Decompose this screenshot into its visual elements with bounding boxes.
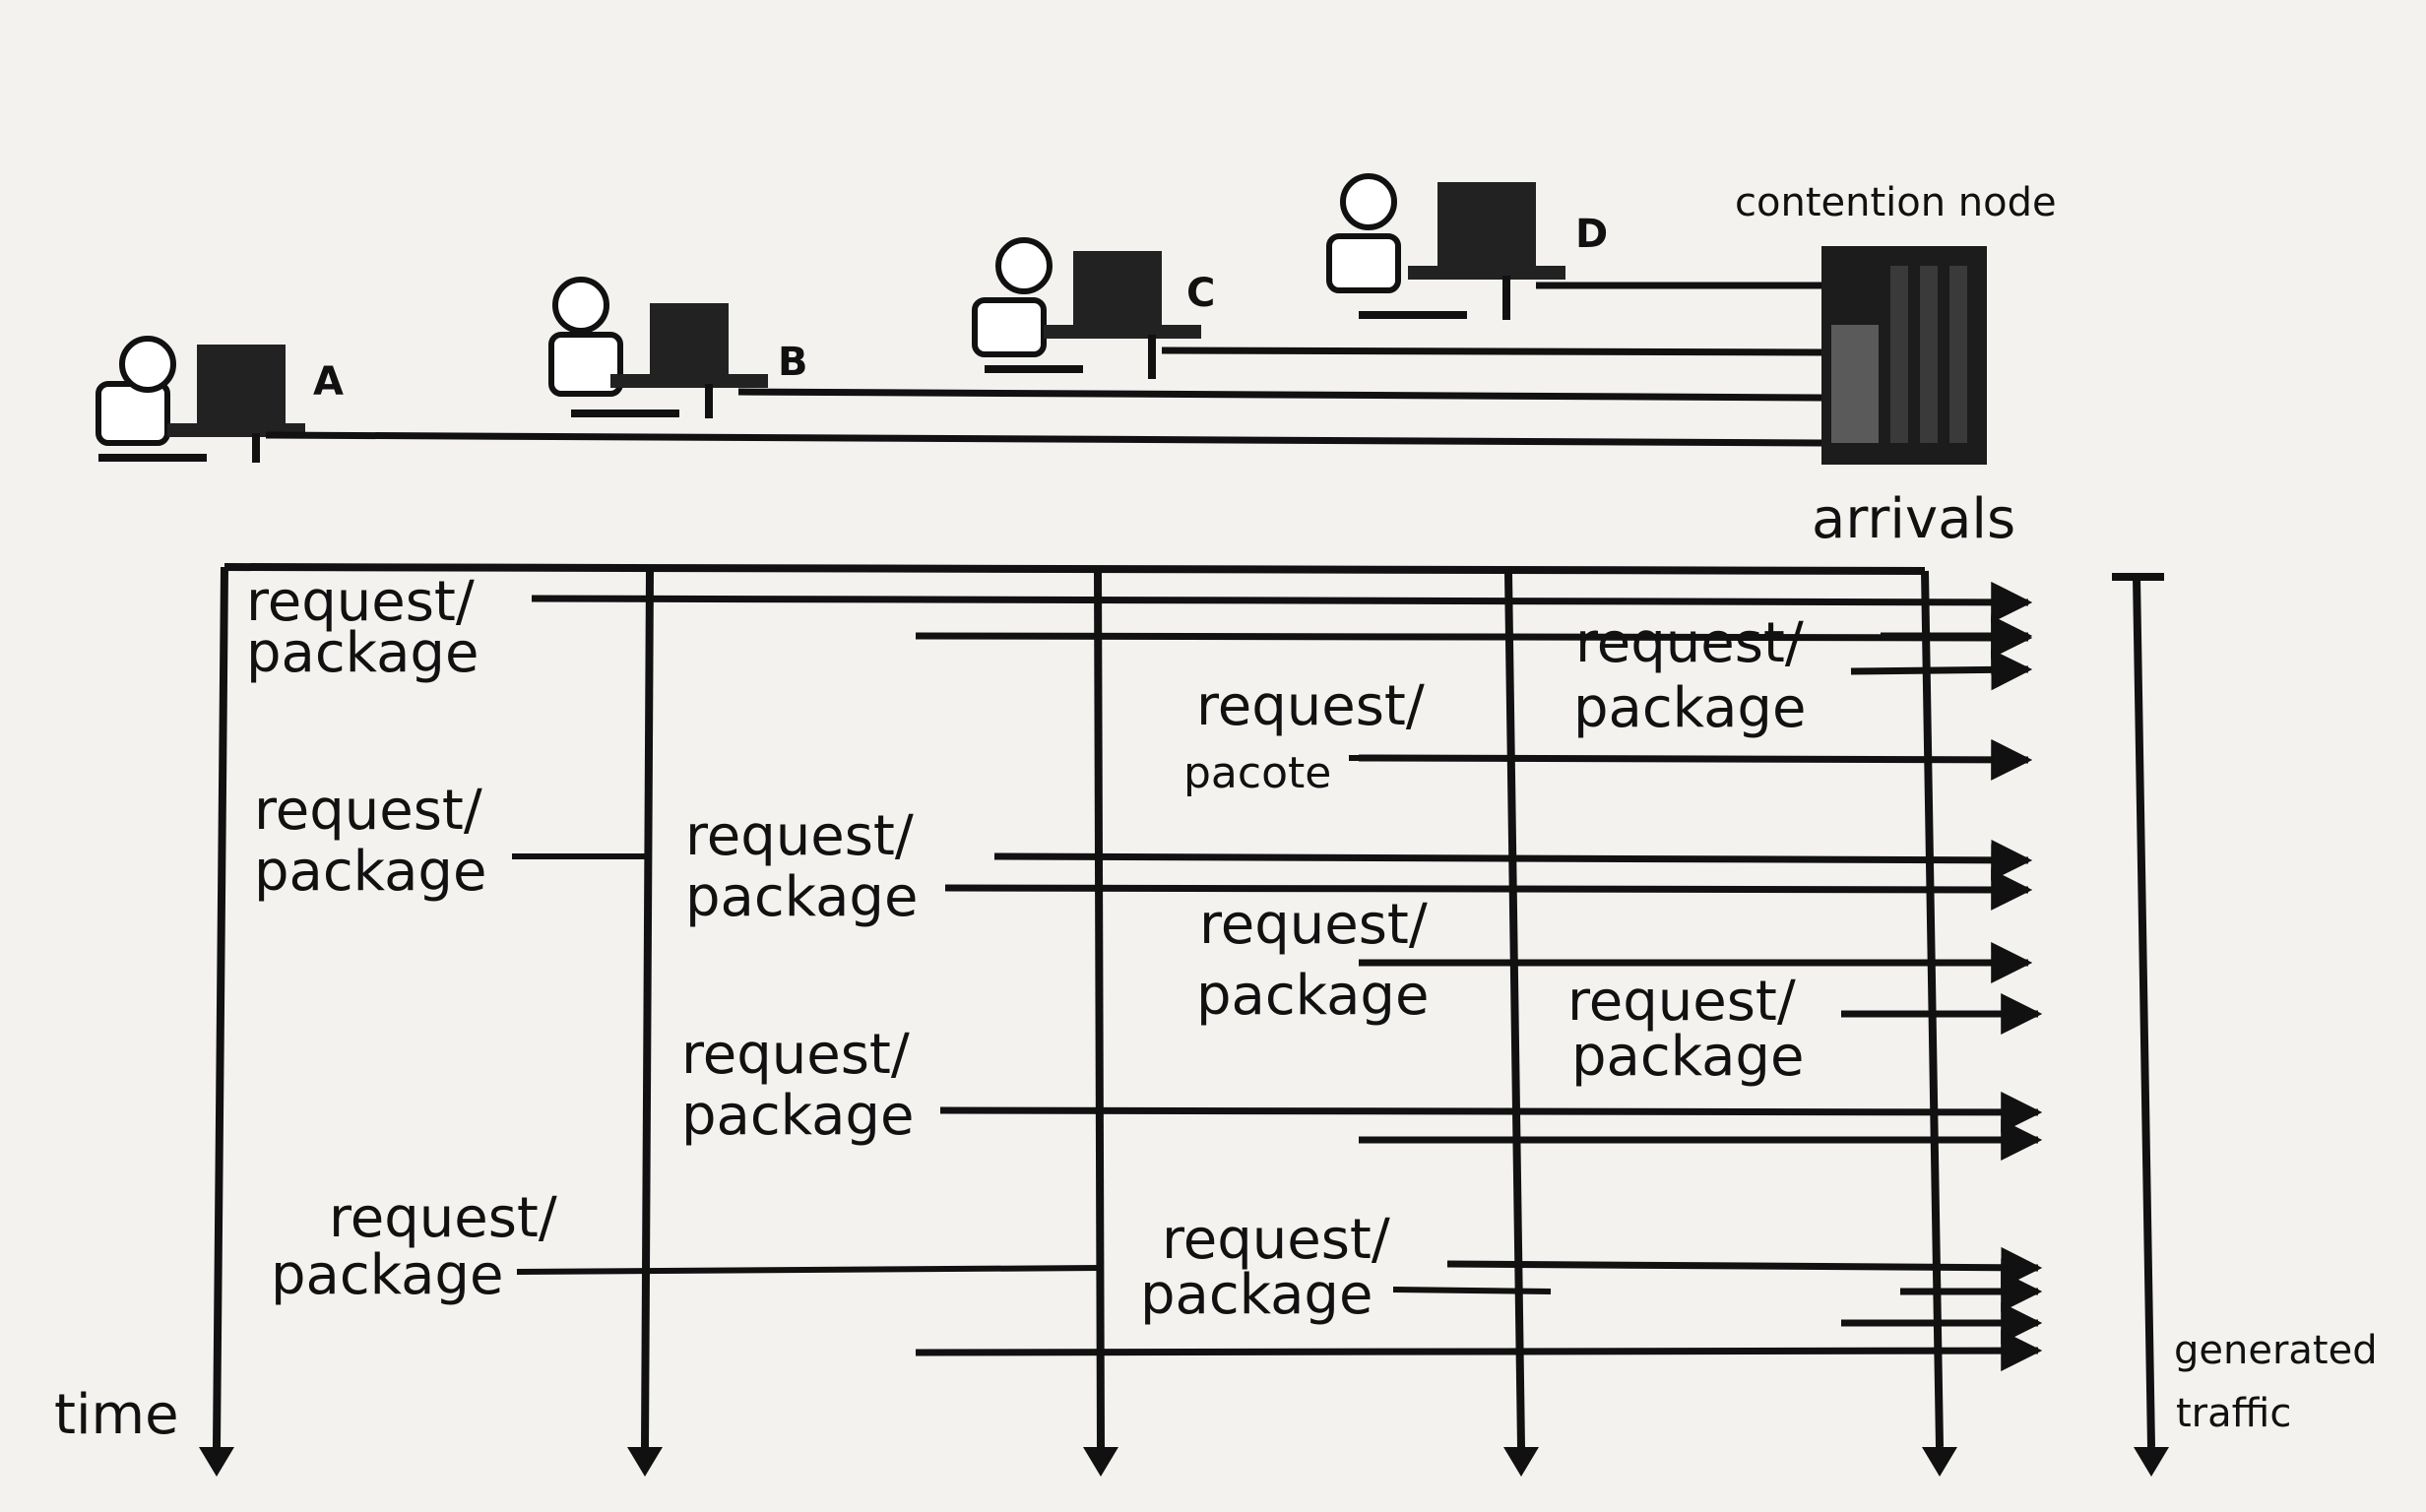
rp-label-2-package: package bbox=[1573, 676, 1807, 740]
time-axis-node bbox=[1921, 570, 1944, 1448]
contention-node-icon bbox=[1821, 246, 1987, 465]
rp-label-2-request: request/ bbox=[1575, 611, 1804, 675]
station-c-label: C bbox=[1186, 271, 1216, 316]
rp-label-10-package: package bbox=[1140, 1263, 1373, 1327]
arrival-arrow-4 bbox=[1850, 649, 2033, 691]
rp-label-9-request: request/ bbox=[329, 1186, 557, 1250]
time-label: time bbox=[54, 1383, 179, 1447]
contention-node-label: contention node bbox=[1735, 180, 2057, 225]
rp-label-7-package: package bbox=[1571, 1025, 1805, 1089]
station-a-label: A bbox=[313, 359, 344, 405]
generated-traffic-label-line1: generated bbox=[2174, 1328, 2378, 1373]
rp-label-9-package: package bbox=[271, 1243, 504, 1307]
arrival-arrow-2 bbox=[915, 616, 2033, 659]
arrival-arrow-5 bbox=[1358, 738, 2033, 781]
rp-label-4-request: request/ bbox=[254, 779, 482, 843]
rp-label-7-request: request/ bbox=[1567, 970, 1796, 1034]
arrivals-label: arrivals bbox=[1812, 487, 2016, 551]
axis-arrowheads bbox=[199, 1447, 2169, 1477]
arrival-arrow-15 bbox=[915, 1330, 2043, 1372]
rp-label-10-request: request/ bbox=[1162, 1208, 1390, 1272]
generated-traffic-label-line2: traffic bbox=[2176, 1391, 2292, 1436]
rp-label-6-request: request/ bbox=[1199, 893, 1428, 957]
rp-label-4-package: package bbox=[254, 840, 487, 904]
station-d-illustration bbox=[1326, 173, 1565, 320]
network-links bbox=[265, 282, 1822, 447]
time-axes bbox=[213, 566, 2164, 1448]
rp-label-1-package: package bbox=[246, 621, 479, 685]
rp-label-5-package: package bbox=[685, 865, 919, 929]
generated-traffic-axis bbox=[2133, 576, 2155, 1448]
rp-label-6-package: package bbox=[1196, 964, 1430, 1028]
rp-label-8-package: package bbox=[681, 1084, 915, 1148]
station-c-illustration bbox=[972, 237, 1201, 379]
arrival-arrow-7 bbox=[944, 868, 2033, 911]
station-d-label: D bbox=[1575, 212, 1609, 257]
arrival-arrow-1 bbox=[531, 581, 2033, 623]
arrival-arrow-6 bbox=[993, 839, 2033, 881]
rp-label-3-pacote: pacote bbox=[1183, 748, 1332, 798]
arrival-arrow-12 bbox=[1446, 1246, 2043, 1289]
station-b-illustration bbox=[548, 277, 768, 418]
rp-label-8-request: request/ bbox=[681, 1023, 910, 1087]
station-a-illustration bbox=[96, 336, 305, 463]
rp-label-5-request: request/ bbox=[685, 804, 914, 868]
arrival-arrows bbox=[531, 581, 2043, 1372]
rp-label-1-request: request/ bbox=[246, 570, 475, 634]
timeline-top-bar bbox=[223, 563, 1926, 575]
arrival-arrow-10 bbox=[939, 1091, 2043, 1133]
rp-label-3-request: request/ bbox=[1196, 674, 1425, 738]
station-b-label: B bbox=[778, 340, 808, 385]
time-axis-c bbox=[1094, 570, 1105, 1448]
time-axis-d bbox=[1504, 572, 1525, 1448]
time-axis-b bbox=[641, 570, 654, 1448]
request-stubs bbox=[512, 755, 1552, 1294]
time-axis-a bbox=[213, 566, 228, 1448]
